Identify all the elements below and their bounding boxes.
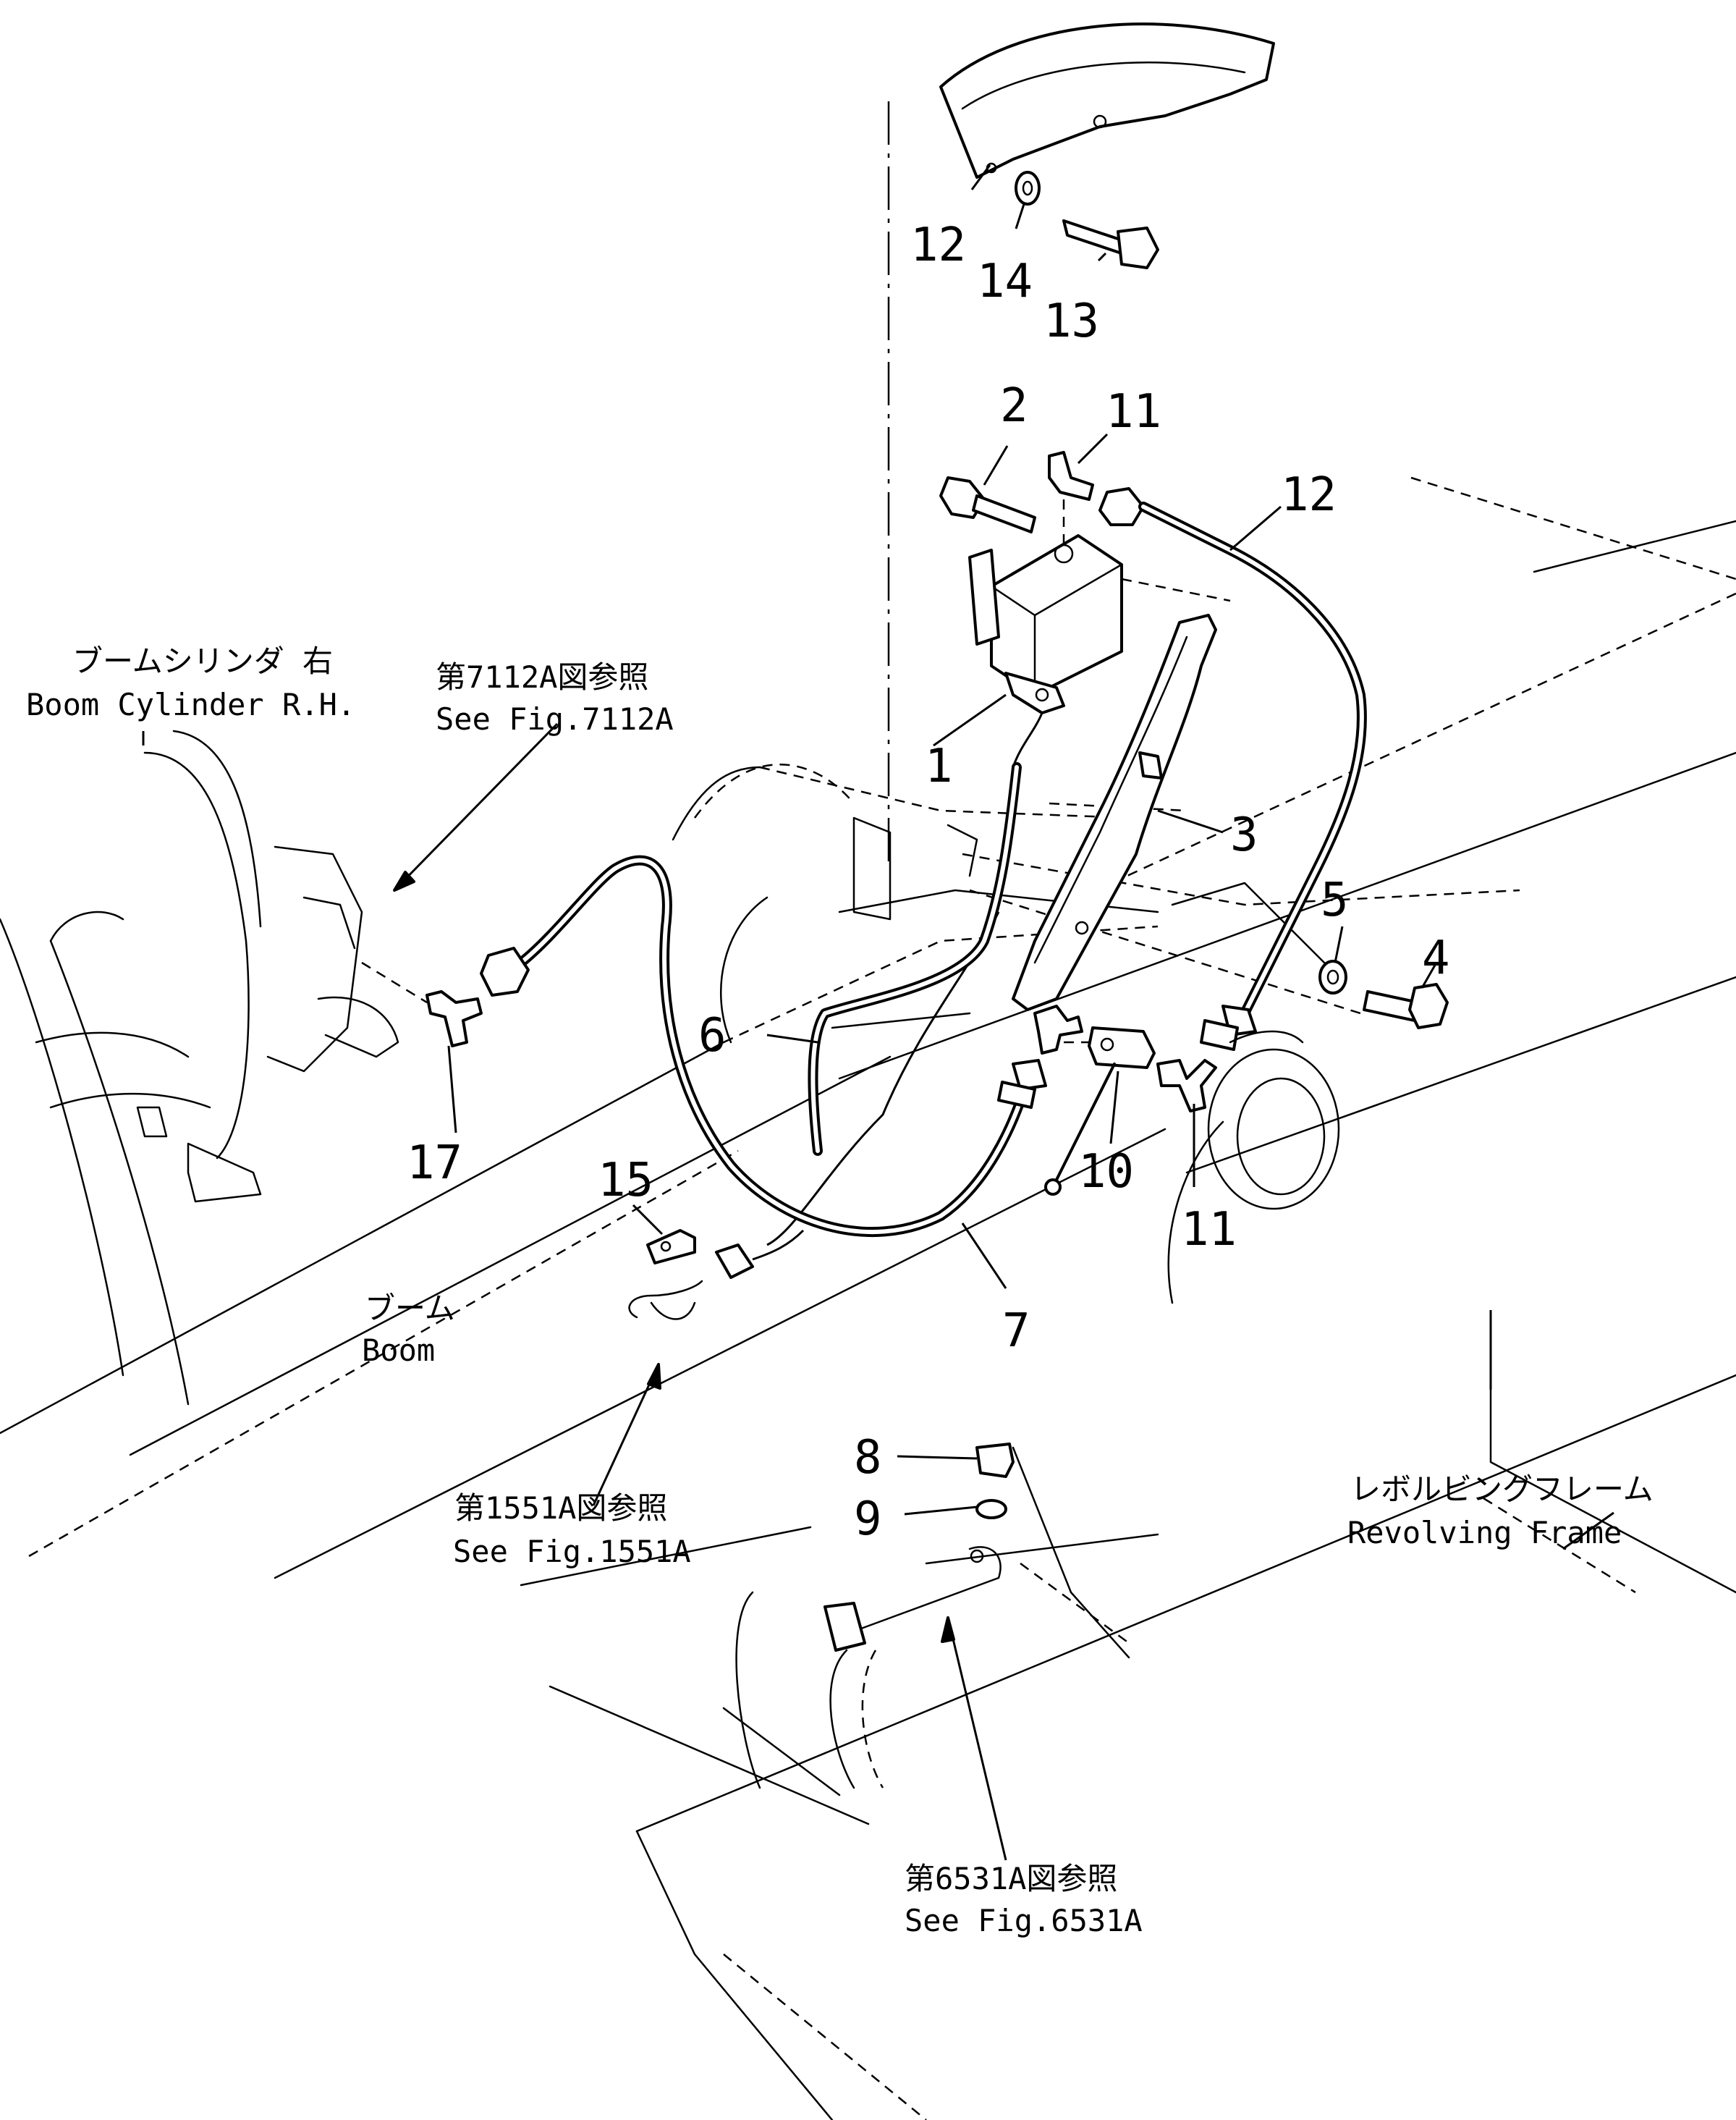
callout-16: 15 [598,1154,653,1207]
part-7-hose [480,855,1047,1238]
part-14-bolt [1062,219,1159,269]
part-2-bolt [939,476,1036,533]
part-11-elbow-upper [1048,451,1094,543]
part-15-washer [1015,171,1041,206]
swivel-boss [1207,1030,1340,1210]
callout-11-lower: 11 [1181,1203,1237,1257]
lower-port [823,1546,1002,1652]
leader-lines [142,164,1614,1861]
part-13-guard [939,22,1275,179]
part-6-harness [808,762,1022,1156]
callout-13: 12 [910,219,966,272]
boom-outline [0,764,1520,1579]
callout-numbers: 12 14 13 2 11 12 1 3 5 4 6 10 11 7 17 15… [407,219,1450,1546]
part-11-elbow-lower [1033,1005,1217,1112]
part-1-valve [968,534,1123,714]
callout-11-upper: 11 [1106,385,1161,439]
revolving-frame-outline [520,476,1736,2120]
boom-cylinder-label-en: Boom Cylinder R.H. [26,687,355,722]
captions: ブームシリンダ 右 Boom Cylinder R.H. 第7112A図参照 S… [26,643,1654,1938]
part-16-clamp [628,1229,805,1320]
callout-17: 17 [407,1136,462,1190]
center-line [887,101,1361,1015]
boom-cylinder [0,730,399,1406]
part-3-bracket [1012,614,1217,1011]
callout-9: 9 [854,1492,882,1546]
part-12-hose [1098,487,1367,1051]
callout-1: 1 [925,740,953,793]
callout-5: 5 [1321,874,1349,927]
revolving-frame-label-en: Revolving Frame [1347,1515,1622,1550]
boom-cylinder-label-jp: ブームシリンダ 右 [72,643,333,679]
callout-3: 3 [1230,808,1258,862]
wiring [766,712,1043,1246]
callout-4: 4 [1422,932,1450,985]
ref-1551a-label-en: See Fig.1551A [453,1534,691,1569]
part-9-oring [975,1499,1007,1519]
ref-1551a-label-jp: 第1551A図参照 [454,1490,667,1526]
boom-label-jp: ブーム [365,1291,455,1326]
callout-2: 2 [1000,379,1028,433]
part-17-elbow [361,961,483,1047]
part-10-cock [1044,1026,1156,1196]
ref-7112a-label-en: See Fig.7112A [436,701,674,737]
part-4-bolt [1363,983,1449,1029]
callout-8: 8 [854,1431,882,1485]
revolving-frame-label-jp: レボルビングフレーム [1350,1471,1654,1507]
part-8-plug [975,1443,1015,1478]
callout-10: 10 [1078,1145,1134,1199]
callout-14: 13 [1043,295,1099,348]
callout-6: 6 [698,1009,727,1063]
ref-6531a-label-en: See Fig.6531A [905,1903,1143,1938]
callout-7: 7 [1002,1304,1030,1358]
ref-6531a-label-jp: 第6531A図参照 [905,1861,1117,1896]
part-5-washer [1318,960,1347,994]
callout-12: 12 [1281,468,1337,522]
ref-7112a-label-jp: 第7112A図参照 [436,659,648,695]
boom-label-en: Boom [362,1333,435,1368]
callout-15: 14 [977,255,1033,308]
